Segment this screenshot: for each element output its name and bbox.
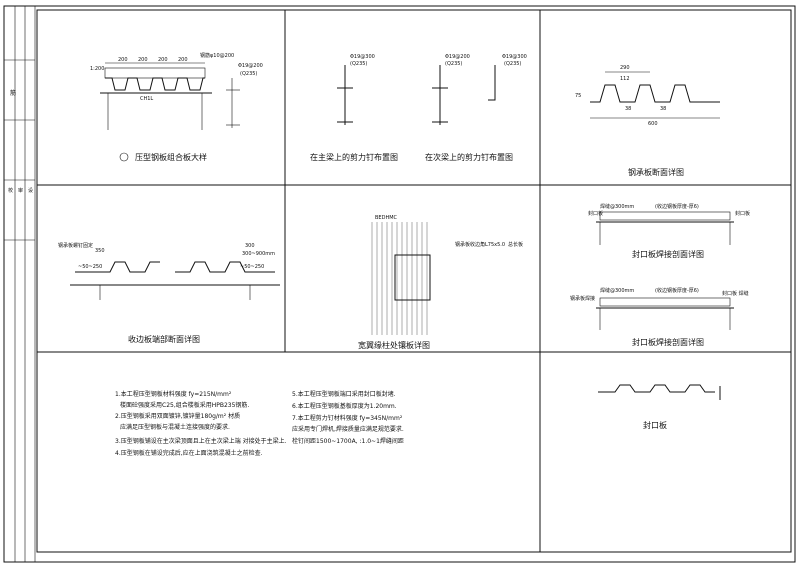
- edge-range-r: ~50~250: [240, 264, 264, 270]
- rebar-note: 钢筋φ10@200: [200, 52, 234, 59]
- stud-note-a: Φ19@300: [350, 54, 375, 60]
- stud-grade-c: (Q235): [504, 61, 521, 67]
- seal1-note-right: 封口板: [735, 210, 750, 217]
- section-dim-a: 38: [625, 106, 631, 112]
- dim-4: 200: [178, 57, 188, 63]
- panel-studs: Φ19@300 (Q235) Φ19@200 (Q235) Φ19@300 (Q…: [310, 54, 527, 162]
- stud-note: Φ19@200: [238, 63, 263, 69]
- column-note-2: 总长板: [508, 241, 523, 248]
- seal2-note-right: 封口板 焊缝: [722, 290, 749, 297]
- section-dim-bottom: 600: [648, 121, 658, 127]
- note-right-4: 应采用专门焊机,焊接质量应满足规范要求.: [292, 425, 404, 433]
- dim-1: 200: [118, 57, 128, 63]
- note-left-4: 应满足压型钢板与混凝土连接强度的要求.: [120, 423, 230, 431]
- note-right-5: 栓钉间距1500~1700A, :1.0~1焊缝间距: [292, 437, 404, 445]
- deck-tag: CH1L: [140, 96, 153, 102]
- panel-closure: 封口板: [598, 384, 721, 430]
- section-marker-icon: [119, 152, 129, 162]
- panel-section: 290 112 75 38 38 600 钢承板断面详图: [575, 65, 720, 177]
- seal1-note-mid: (收边钢板厚度-厚6): [655, 203, 699, 210]
- caption-studs-main: 在主梁上的剪力钉布置图: [310, 152, 398, 162]
- edge-dim-r: 300: [245, 243, 255, 249]
- note-left-1: 1.本工程压型钢板材料强度 fy=215N/mm²: [115, 390, 232, 398]
- seal2-note-mid: (收边钢板厚度-厚6): [655, 287, 699, 294]
- stud-note-c: Φ19@300: [502, 54, 527, 60]
- seal1-note-left: 封口板: [588, 210, 603, 217]
- panel-grid: [36, 9, 792, 553]
- note-left-5: 3.压型钢板铺设在主次梁顶面且上在主次梁上端 对接处于主梁上.: [115, 437, 287, 445]
- edge-note-right: 300~900mm: [242, 251, 275, 257]
- left-dim: 1:200: [90, 66, 104, 72]
- stud-grade-a: (Q235): [350, 61, 367, 67]
- dim-3: 200: [158, 57, 168, 63]
- stud-grade: (Q235): [240, 71, 257, 77]
- caption-seal-1: 封口板焊接剖面详图: [632, 249, 704, 259]
- caption-column: 宽翼缘柱处镶板详图: [358, 340, 430, 350]
- sheet-border: [3, 5, 796, 563]
- section-dim-mid: 112: [620, 76, 630, 82]
- edge-dim-l: 350: [95, 248, 105, 254]
- section-dim-left: 75: [575, 93, 581, 99]
- panel-seal-2: 钢承板焊接 封口板 焊缝 焊缝@300mm (收边钢板厚度-厚6) 封口板焊接剖…: [570, 287, 749, 347]
- dim-2: 200: [138, 57, 148, 63]
- note-left-2: 楼面砼强度采用C25,组合楼板采用HPB235钢筋.: [120, 401, 249, 409]
- edge-note-left: 钢承板螺钉固定: [58, 242, 93, 249]
- section-dim-b: 38: [660, 106, 666, 112]
- panel-column: BEDHMC 钢承板收边角L75x5.0 总长板 宽翼缘柱处镶板详图: [358, 215, 523, 350]
- note-right-2: 6.本工程压型钢板基板厚度为1.20mm.: [292, 402, 397, 410]
- edge-range-l: ~50~250: [78, 264, 102, 270]
- note-right-1: 5.本工程压型钢板端口采用封口板封堵.: [292, 390, 396, 398]
- title-cell-d: 设: [28, 187, 33, 194]
- caption-seal-2: 封口板焊接剖面详图: [632, 337, 704, 347]
- column-tag: BEDHMC: [375, 215, 398, 221]
- title-cell-c: 审: [18, 187, 23, 194]
- panel-seal-1: 封口板 封口板 焊缝@300mm (收边钢板厚度-厚6) 封口板焊接剖面详图: [588, 203, 750, 259]
- caption-section: 钢承板断面详图: [628, 167, 684, 177]
- title-cell-a: 筋: [10, 89, 16, 97]
- note-right-3: 7.本工程剪力钉材料强度 fy=345N/mm²: [292, 414, 403, 422]
- note-left-6: 4.压型钢板在铺设完成后,应在上面浇筑混凝土之前检查.: [115, 449, 263, 457]
- panel-notes: 1.本工程压型钢板材料强度 fy=215N/mm² 楼面砼强度采用C25,组合楼…: [115, 390, 404, 457]
- section-dim-top: 290: [620, 65, 630, 71]
- stud-note-b: Φ19@200: [445, 54, 470, 60]
- stud-grade-b: (Q235): [445, 61, 462, 67]
- note-left-3: 2.压型钢板采用双面镀锌,镀锌量180g/m² 材质: [115, 412, 240, 420]
- caption-edge: 收边板端部断面详图: [128, 334, 200, 344]
- caption-studs-secondary: 在次梁上的剪力钉布置图: [425, 152, 513, 162]
- seal2-note-left: 钢承板焊接: [570, 295, 595, 302]
- column-note: 钢承板收边角L75x5.0: [455, 241, 505, 248]
- title-cell-b: 校: [8, 187, 13, 194]
- seal1-weld: 焊缝@300mm: [600, 203, 634, 210]
- caption-closure: 封口板: [643, 420, 667, 430]
- panel-deck-detail: 200 200 200 200 1:200 CH1L 钢筋φ10@200 Φ19…: [90, 52, 263, 162]
- caption-deck-detail: 压型钢板组合板大样: [135, 152, 207, 162]
- seal2-weld: 焊缝@300mm: [600, 287, 634, 294]
- title-block: 筋 校 审 设: [4, 6, 36, 562]
- panel-edge: 钢承板螺钉固定 350 ~50~250 300~900mm 300 ~50~25…: [58, 242, 280, 344]
